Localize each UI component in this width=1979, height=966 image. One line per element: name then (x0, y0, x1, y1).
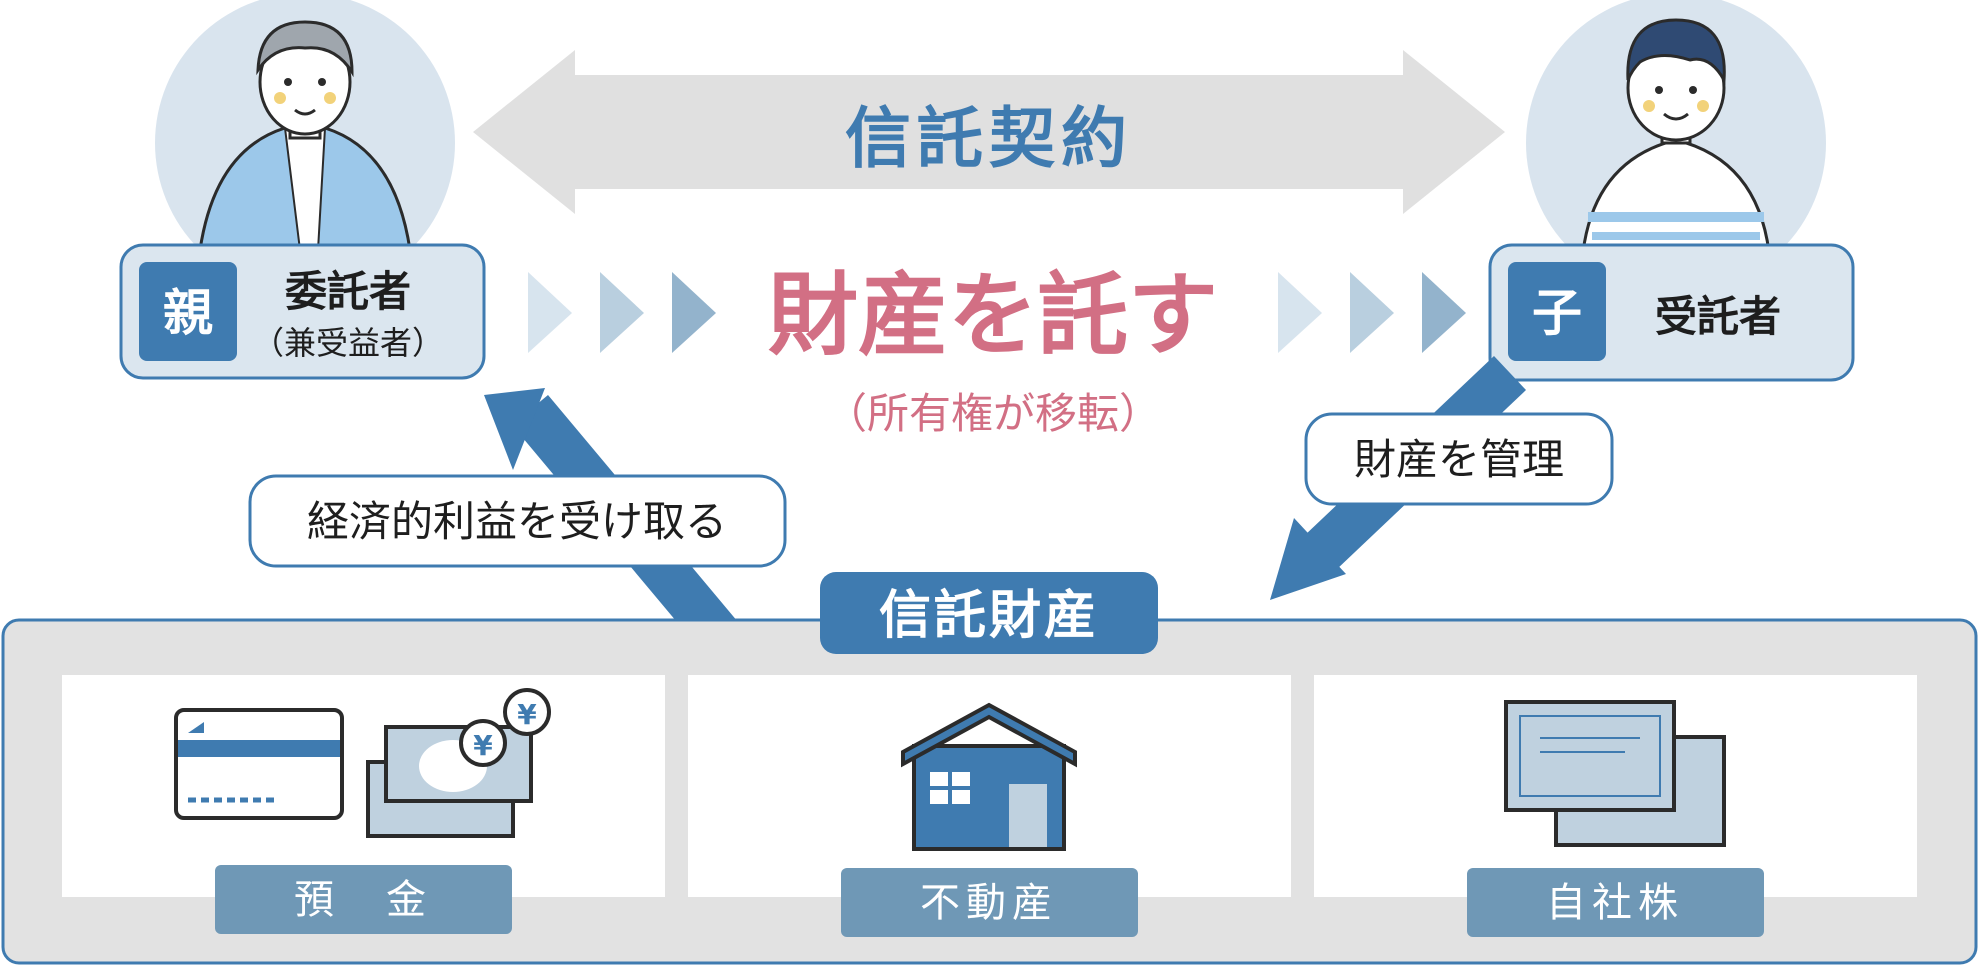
settlor-sub: （兼受益者） (252, 324, 444, 362)
stock-certificate-icon (1504, 700, 1726, 847)
asset-label-stock-box (1467, 868, 1764, 937)
entrust-sub: （所有権が移転） (825, 389, 1161, 438)
trustee-badge-text: 子 (1532, 284, 1582, 342)
benefit-callout: 経済的利益を受け取る (248, 474, 787, 568)
trustee-avatar (1526, 0, 1826, 293)
contract-label: 信託契約 (845, 100, 1133, 177)
svg-text:¥: ¥ (517, 698, 537, 731)
manage-callout: 財産を管理 (1304, 412, 1614, 506)
contract-arrow: 信託契約 (473, 50, 1505, 214)
trustee-label-box: 子 受託者 (1488, 243, 1855, 382)
entrust-chevrons-left (528, 272, 716, 353)
svg-text:¥: ¥ (473, 729, 493, 762)
manage-callout-text: 財産を管理 (1354, 435, 1564, 484)
trustee-name: 受託者 (1655, 292, 1781, 341)
settlor-name: 委託者 (285, 267, 411, 316)
asset-card-deposit (62, 675, 665, 897)
asset-label-deposit-box (215, 865, 512, 934)
asset-label-realestate: 不動産 (920, 880, 1058, 926)
settlor-label-box: 親 委託者 （兼受益者） (119, 243, 486, 380)
settlor-avatar (155, 0, 455, 293)
entrust-chevrons-right (1278, 272, 1466, 353)
trust-property-title-box (820, 572, 1158, 654)
contract-double-arrow (473, 50, 1505, 214)
house-icon (901, 702, 1077, 851)
trust-property-panel: 信託財産 ¥ ¥ (1, 572, 1978, 965)
asset-label-deposit: 預 金 (294, 877, 432, 923)
benefit-callout-text: 経済的利益を受け取る (307, 497, 727, 546)
trust-property-title: 信託財産 (879, 586, 1099, 646)
asset-label-realestate-box (841, 868, 1138, 937)
settlor-badge (139, 262, 237, 361)
bankbook-and-cash-icon: ¥ ¥ (174, 688, 551, 838)
entrust-label: 財産を託す (768, 263, 1218, 368)
asset-label-stock: 自社株 (1546, 880, 1684, 926)
trustee-badge (1508, 262, 1606, 361)
settlor-badge-text: 親 (163, 284, 213, 342)
